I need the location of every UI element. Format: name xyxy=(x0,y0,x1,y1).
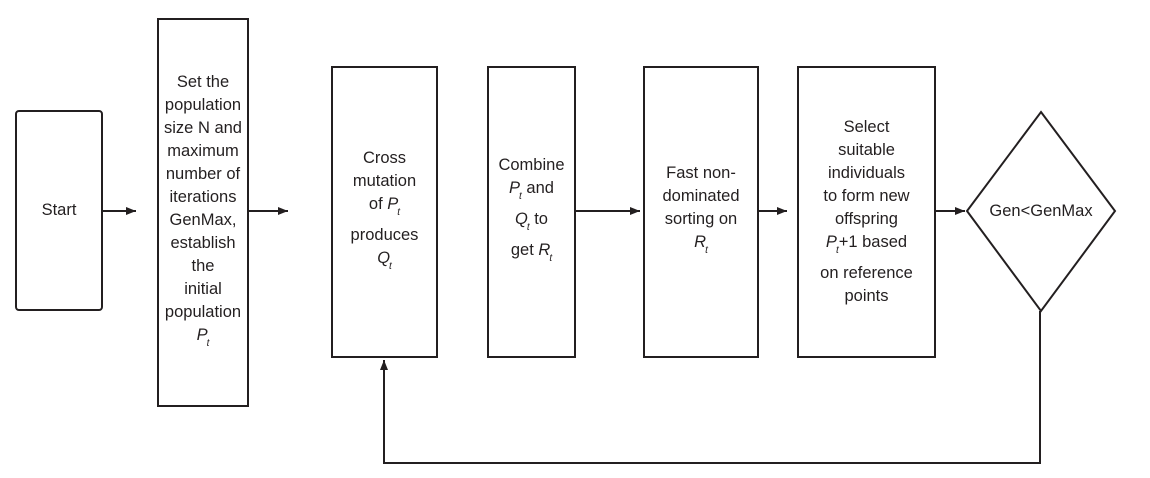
variable-subscript: t xyxy=(526,222,530,233)
text-segment: of xyxy=(368,194,388,213)
select-individuals-node: Select suitable individuals to form new offs… xyxy=(797,66,936,358)
text-segment: to xyxy=(529,210,548,228)
text-segment: sorting on xyxy=(664,210,738,228)
variable-symbol: Q xyxy=(377,248,391,267)
node-text-line: Qt xyxy=(377,247,392,278)
variable-symbol: P xyxy=(387,194,399,213)
node-text-line: the xyxy=(192,255,215,278)
text-segment: population xyxy=(164,302,242,321)
text-segment: the xyxy=(191,256,215,275)
node-text-line: individuals xyxy=(828,162,905,185)
text-segment: individuals xyxy=(827,164,906,182)
text-segment: mutation xyxy=(352,171,417,190)
text-segment: offspring xyxy=(835,210,898,228)
node-text-line: GenMax, xyxy=(170,209,237,232)
text-segment: dominated xyxy=(662,187,740,205)
node-text-line: iterations xyxy=(170,186,237,209)
text-segment: maximum xyxy=(167,141,239,160)
node-text-line: points xyxy=(844,285,888,308)
node-text-line: size N and xyxy=(164,117,242,140)
node-text-line: mutation xyxy=(353,170,416,193)
variable-symbol: P xyxy=(509,179,521,197)
text-segment: GenMax, xyxy=(169,210,237,229)
variable-subscript: t xyxy=(835,245,839,256)
text-segment: number of xyxy=(165,164,241,183)
node-text-line: to form new xyxy=(823,185,909,208)
node-text-line: Combine xyxy=(498,154,564,177)
variable-subscript: t xyxy=(397,206,401,218)
text-segment: Select xyxy=(843,118,890,136)
text-segment: establish xyxy=(170,233,236,252)
node-text-line: Qt to xyxy=(515,208,548,239)
text-segment: on reference xyxy=(820,264,913,282)
text-segment: Combine xyxy=(498,156,565,174)
node-text-line: Fast non- xyxy=(666,162,736,185)
node-text-line: on reference xyxy=(820,262,913,285)
text-segment: and xyxy=(521,179,554,197)
node-text-line: Select xyxy=(844,116,890,139)
node-text-line: suitable xyxy=(838,139,895,162)
variable-subscript: t xyxy=(389,260,392,272)
variable-symbol: R xyxy=(538,241,551,259)
variable-subscript: t xyxy=(705,245,708,256)
node-text-line: Set the xyxy=(177,71,229,94)
node-text-line: Pt and xyxy=(509,177,554,208)
node-text-line: get Rt xyxy=(511,239,552,270)
variable-symbol: P xyxy=(825,233,837,251)
node-text-line: Cross xyxy=(363,147,406,170)
node-text-line: Rt xyxy=(694,231,708,262)
node-text-line: sorting on xyxy=(665,208,737,231)
text-segment: Set the xyxy=(176,72,230,91)
text-segment: suitable xyxy=(838,141,895,159)
node-text-line: maximum xyxy=(167,140,239,163)
node-text-line: Pt+1 based xyxy=(826,231,907,262)
text-segment: Fast non- xyxy=(666,164,736,182)
node-text-line: Pt xyxy=(197,324,210,355)
text-segment: produces xyxy=(350,225,419,244)
text-segment: size N and xyxy=(164,118,242,137)
feedback-loop-arrow xyxy=(380,311,1041,464)
text-segment: points xyxy=(844,287,889,305)
text-segment: initial xyxy=(184,279,222,298)
node-text-line: dominated xyxy=(662,185,739,208)
node-text-line: initial xyxy=(184,278,222,301)
text-segment: Cross xyxy=(362,148,407,167)
node-text-line: establish xyxy=(170,232,235,255)
non-dominated-sorting-node: Fast non-dominated sorting on Rt xyxy=(643,66,759,358)
text-segment: to form new xyxy=(823,187,910,205)
decision-label: Gen<GenMax xyxy=(989,201,1093,220)
node-text-line: population xyxy=(165,94,241,117)
variable-subscript: t xyxy=(206,337,210,349)
node-text-line: Start xyxy=(42,199,77,222)
node-text-line: of Pt xyxy=(369,193,400,224)
variable-symbol: Q xyxy=(515,210,528,228)
variable-symbol: R xyxy=(694,233,707,251)
variable-symbol: P xyxy=(196,325,208,344)
start-node: Start xyxy=(15,110,103,311)
text-segment: Start xyxy=(41,201,77,219)
node-text-line: produces xyxy=(351,224,419,247)
initialize-population-node: Set the population size N and maximum number… xyxy=(157,18,249,407)
node-text-line: offspring xyxy=(835,208,898,231)
text-segment: population xyxy=(164,95,242,114)
node-text-line: population xyxy=(165,301,241,324)
variable-subscript: t xyxy=(549,253,553,264)
node-text-line: number of xyxy=(166,163,240,186)
variable-subscript: t xyxy=(519,191,522,202)
text-segment: iterations xyxy=(169,187,237,206)
text-segment: get xyxy=(510,241,539,259)
text-segment: +1 based xyxy=(838,233,908,251)
